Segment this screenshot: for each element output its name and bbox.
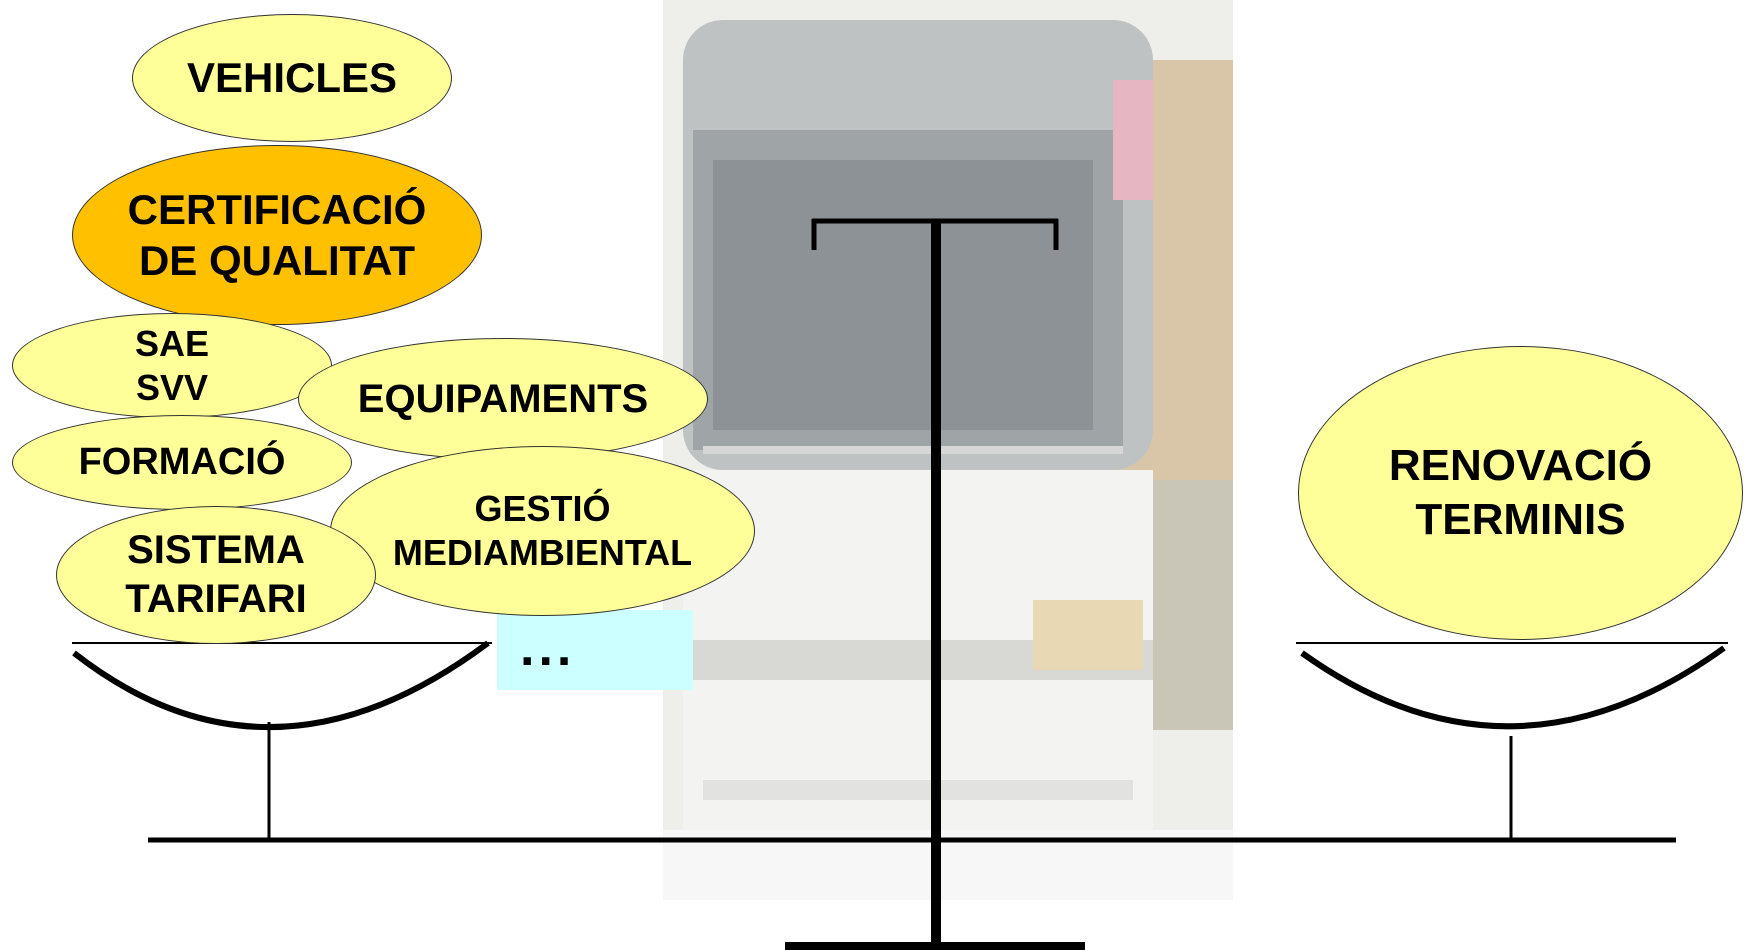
- more-items-ellipsis: ...: [520, 619, 576, 677]
- oval-formacio-label: FORMACIÓ: [78, 441, 286, 484]
- bus-photo: [663, 0, 1233, 900]
- oval-sistema-label: SISTEMA TARIFARI: [125, 528, 307, 621]
- oval-equipaments: EQUIPAMENTS: [298, 338, 708, 460]
- oval-gestio: GESTIÓ MEDIAMBIENTAL: [330, 446, 755, 616]
- oval-sae-label: SAE SVV: [134, 322, 210, 408]
- oval-equipaments-label: EQUIPAMENTS: [357, 376, 649, 421]
- oval-renovacio-label: RENOVACIÓ TERMINIS: [1388, 441, 1653, 544]
- bus-illustration: [663, 0, 1233, 900]
- left-pan-bowl: [72, 640, 490, 731]
- right-pan-bowl: [1300, 645, 1726, 730]
- oval-sistema: SISTEMA TARIFARI: [56, 506, 376, 644]
- oval-renovacio: RENOVACIÓ TERMINIS: [1298, 346, 1743, 640]
- oval-formacio: FORMACIÓ: [12, 415, 352, 510]
- oval-certificacio: CERTIFICACIÓ DE QUALITAT: [72, 145, 482, 325]
- oval-vehicles: VEHICLES: [132, 14, 452, 142]
- more-items-box: [497, 610, 693, 690]
- oval-gestio-label: GESTIÓ MEDIAMBIENTAL: [392, 488, 693, 573]
- oval-certificacio-label: CERTIFICACIÓ DE QUALITAT: [127, 185, 427, 284]
- oval-sae: SAE SVV: [12, 313, 332, 418]
- oval-vehicles-label: VEHICLES: [186, 54, 398, 102]
